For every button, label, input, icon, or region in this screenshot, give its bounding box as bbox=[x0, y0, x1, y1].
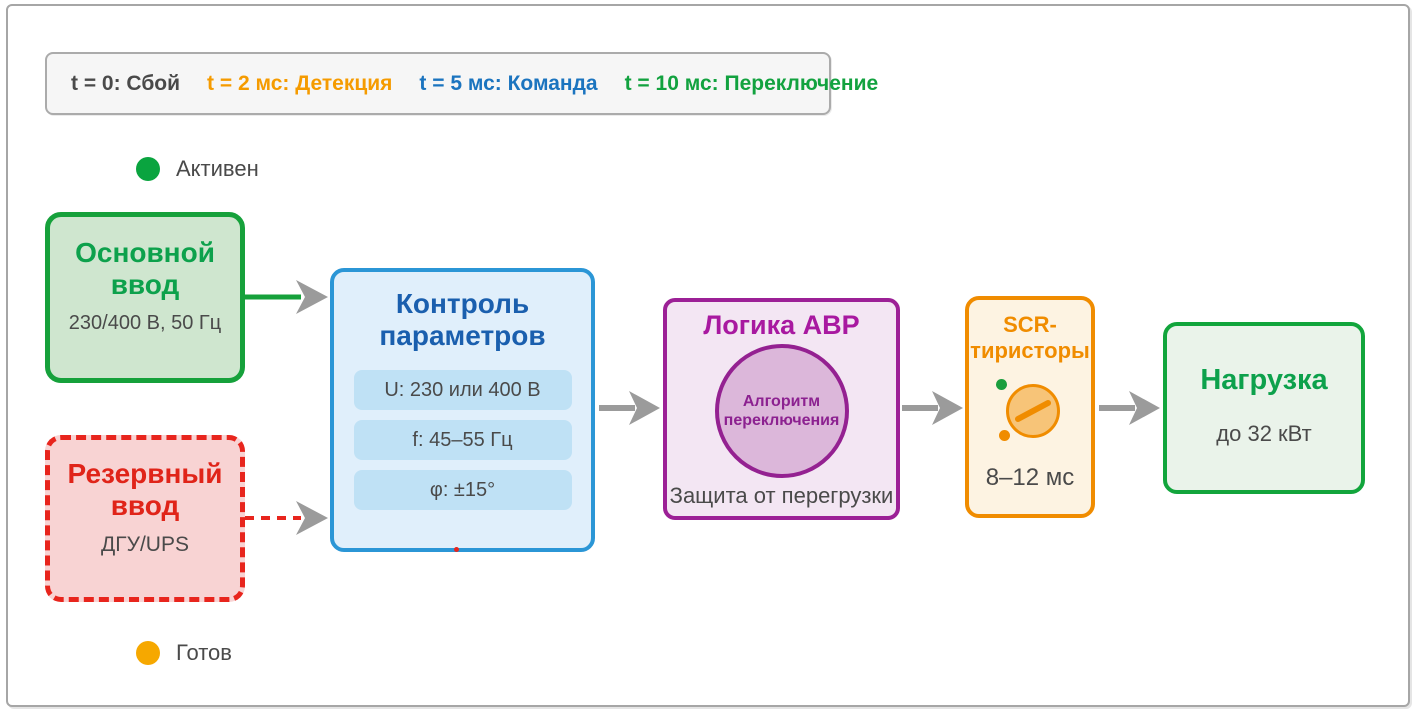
arrow-scr-to-load bbox=[1099, 391, 1160, 425]
param-row-frequency: f: 45–55 Гц bbox=[353, 420, 572, 461]
ready-status-dot-icon bbox=[136, 641, 160, 665]
logic-title: Логика АВР bbox=[703, 310, 860, 340]
rotary-switch-icon bbox=[969, 378, 1091, 468]
logic-footnote: Защита от перегрузки bbox=[669, 483, 894, 508]
load-subtitle: до 32 кВт bbox=[1216, 421, 1312, 446]
node-ats-logic: Логика АВР Алгоритм переключения Защита … bbox=[663, 298, 900, 520]
timeline-item-fault: t = 0: Сбой bbox=[71, 71, 181, 95]
logic-algorithm-circle: Алгоритм переключения bbox=[714, 344, 849, 478]
timeline-item-switch: t = 10 мс: Переключение bbox=[624, 71, 879, 95]
param-row-voltage: U: 230 или 400 В bbox=[353, 370, 572, 411]
load-title: Нагрузка bbox=[1200, 364, 1328, 396]
reserve-input-title: Резервный ввод bbox=[67, 458, 223, 522]
active-status-dot-icon bbox=[136, 157, 160, 181]
timeline-item-detection: t = 2 мс: Детекция bbox=[207, 71, 393, 95]
ready-status-label: Готов bbox=[176, 640, 232, 665]
knob-green-dot-icon bbox=[996, 379, 1007, 390]
monitor-param-list: U: 230 или 400 В f: 45–55 Гц φ: ±15° bbox=[334, 370, 591, 511]
scr-subtitle: 8–12 мс bbox=[985, 464, 1075, 491]
node-reserve-input: Резервный ввод ДГУ/UPS bbox=[45, 435, 245, 602]
main-input-subtitle: 230/400 В, 50 Гц bbox=[68, 312, 222, 335]
param-row-phase: φ: ±15° bbox=[353, 470, 572, 511]
logic-circle-label: Алгоритм переключения bbox=[723, 392, 840, 429]
status-ready: Готов bbox=[136, 640, 232, 666]
knob-handle-icon bbox=[1013, 398, 1053, 424]
active-status-label: Активен bbox=[176, 156, 259, 181]
status-active: Активен bbox=[136, 156, 259, 182]
main-input-title: Основной ввод bbox=[75, 237, 215, 301]
timeline-item-command: t = 5 мс: Команда bbox=[419, 71, 598, 95]
arrow-monitor-to-logic bbox=[599, 391, 660, 425]
node-load: Нагрузка до 32 кВт bbox=[1163, 322, 1365, 494]
node-scr-thyristors: SCR-тиристоры 8–12 мс bbox=[965, 296, 1095, 518]
arrow-logic-to-scr bbox=[902, 391, 963, 425]
node-parameter-monitor: Контроль параметров U: 230 или 400 В f: … bbox=[330, 268, 595, 552]
node-main-input: Основной ввод 230/400 В, 50 Гц bbox=[45, 212, 245, 383]
monitor-title: Контроль параметров bbox=[379, 288, 546, 352]
arrow-main-to-monitor bbox=[245, 280, 328, 314]
arrow-reserve-to-monitor bbox=[245, 501, 328, 535]
knob-circle-icon bbox=[1006, 384, 1060, 438]
timeline-legend: t = 0: Сбой t = 2 мс: Детекция t = 5 мс:… bbox=[45, 52, 878, 115]
knob-orange-dot-icon bbox=[999, 430, 1010, 441]
signal-marker-dot bbox=[454, 547, 459, 552]
scr-title: SCR-тиристоры bbox=[970, 312, 1090, 364]
reserve-input-subtitle: ДГУ/UPS bbox=[101, 533, 189, 557]
